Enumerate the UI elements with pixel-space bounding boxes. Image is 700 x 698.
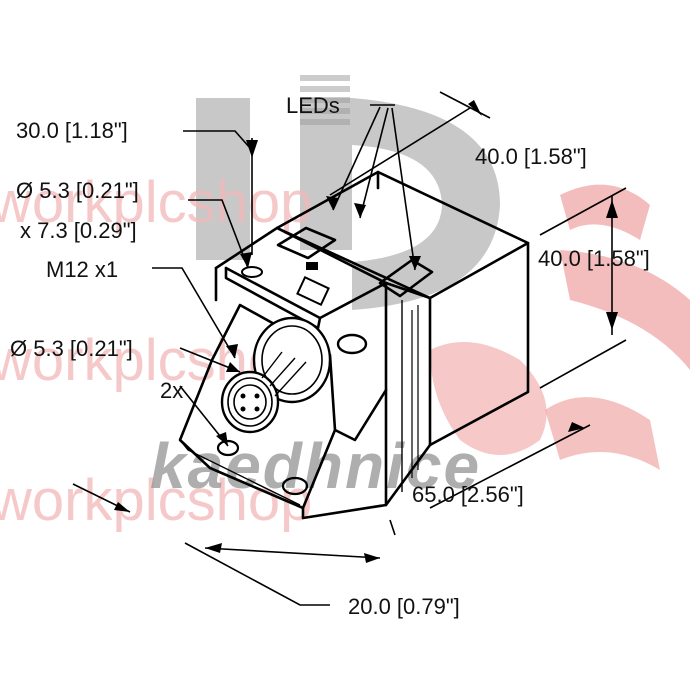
m12-connector	[220, 351, 307, 434]
label-hole-size-1: Ø 5.3 [0.21"]	[16, 178, 139, 203]
mounting-bracket	[178, 303, 337, 510]
label-leds: LEDs	[286, 93, 340, 118]
arrow-heads	[114, 100, 618, 563]
led-window-right	[378, 258, 434, 298]
label-top-width: 40.0 [1.58"]	[475, 144, 587, 169]
sensor-housing	[214, 226, 388, 520]
label-length: 65.0 [2.56"]	[412, 482, 524, 507]
watermark-logo-text: kaedhnice	[150, 430, 481, 502]
label-base-width: 20.0 [0.79"]	[348, 594, 460, 619]
connector-flange	[252, 316, 332, 404]
label-height: 40.0 [1.58"]	[538, 246, 650, 271]
sensor-body	[178, 170, 530, 520]
watermark-text-3: workplcshop	[0, 468, 312, 533]
label-hole-size-2: x 7.3 [0.29"]	[20, 218, 137, 243]
watermark-logo	[196, 75, 690, 470]
label-hole-diameter: Ø 5.3 [0.21"]	[10, 336, 133, 361]
label-depth: 30.0 [1.18"]	[16, 118, 128, 143]
label-connector: M12 x1	[46, 257, 118, 282]
led-window-left	[276, 226, 337, 260]
watermark-text-1: workplcshop	[0, 170, 312, 235]
label-quantity: 2x	[160, 378, 183, 403]
